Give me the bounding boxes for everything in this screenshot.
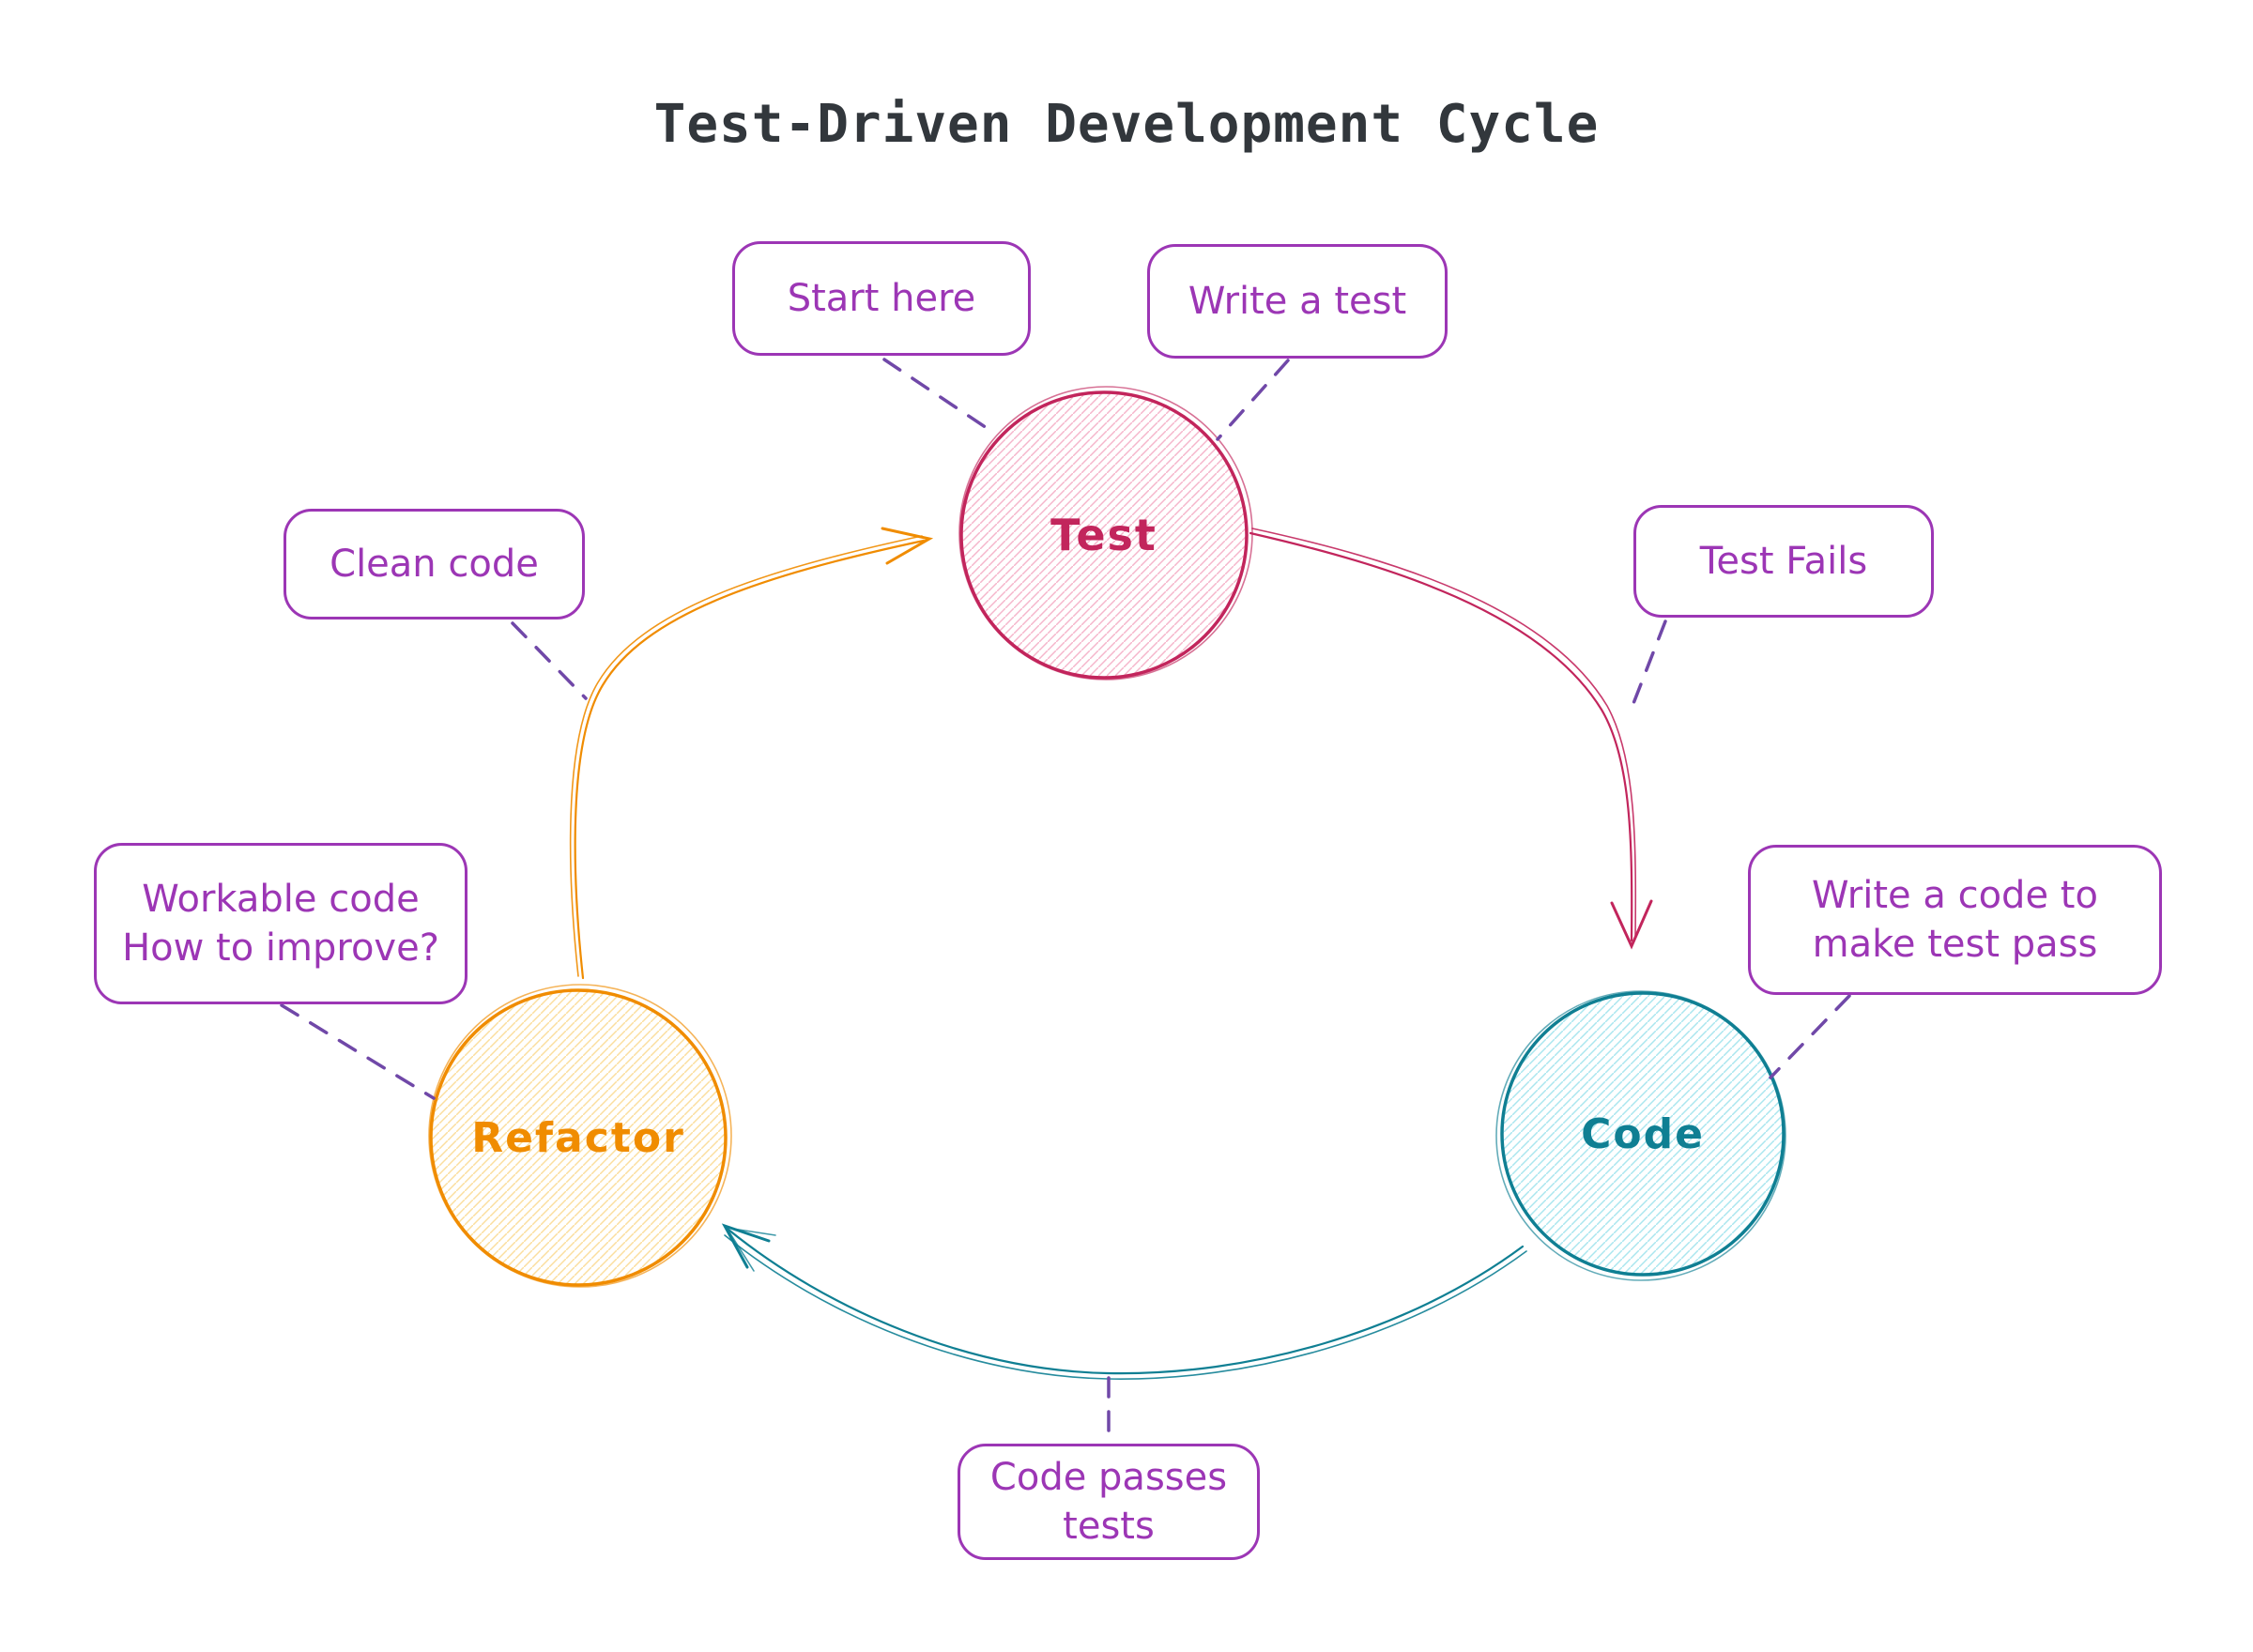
arrow-stroke <box>574 539 926 980</box>
note-test-fails: Test Fails <box>1633 505 1934 618</box>
arrowhead-sketch <box>725 1226 776 1272</box>
test-node-circle <box>958 386 1253 681</box>
note-text: Write a code to <box>1812 874 2098 917</box>
code-circle-stroke <box>1500 991 1786 1277</box>
arrowhead <box>721 1223 771 1269</box>
arrowhead <box>881 527 934 565</box>
connector-workable-code <box>280 1003 436 1100</box>
note-clean-code: Clean code <box>284 509 585 620</box>
refactor-circle-sketch-stroke <box>428 984 732 1288</box>
note-code-passes-tests: Code passes tests <box>958 1444 1260 1560</box>
note-text: tests <box>1063 1505 1155 1548</box>
connector-start-here <box>882 358 997 436</box>
note-text: Test Fails <box>1699 540 1868 583</box>
note-write-a-test: Write a test <box>1147 244 1448 359</box>
note-text: Start here <box>787 277 976 320</box>
note-text: How to improve? <box>122 926 439 970</box>
note-write-code-to-pass: Write a code to make test pass <box>1748 845 2162 995</box>
arrow-refactor-to-test <box>569 527 934 980</box>
arrow-code-to-refactor <box>721 1223 1527 1380</box>
arrow-stroke-offset <box>569 535 923 977</box>
connector-clean-code <box>511 621 588 700</box>
code-circle-sketch-stroke <box>1495 990 1786 1281</box>
arrowhead <box>1610 899 1653 950</box>
note-start-here: Start here <box>732 241 1031 356</box>
arrow-stroke-offset <box>1251 528 1637 940</box>
note-text: Workable code <box>142 878 420 921</box>
note-text: Clean code <box>330 543 539 586</box>
arrow-stroke <box>1249 531 1633 942</box>
diagram-title: Test-Driven Development Cycle <box>653 94 1600 155</box>
note-text: make test pass <box>1812 923 2098 966</box>
code-node-circle <box>1495 990 1786 1281</box>
arrow-stroke-offset <box>724 1234 1527 1380</box>
connector-test-fails <box>1631 620 1667 708</box>
arrow-stroke <box>727 1228 1525 1375</box>
note-text: Write a test <box>1188 280 1407 323</box>
note-text: Code passes <box>989 1456 1228 1499</box>
node-label-code: Code <box>1581 1109 1705 1158</box>
connector-write-a-test <box>1216 359 1290 441</box>
refactor-circle-stroke <box>429 988 728 1287</box>
test-circle-stroke <box>959 390 1249 680</box>
refactor-node-circle <box>428 984 732 1288</box>
node-label-test: Test <box>1050 510 1157 560</box>
note-workable-code: Workable code How to improve? <box>94 843 467 1004</box>
node-label-refactor: Refactor <box>471 1113 685 1162</box>
arrow-test-to-code <box>1249 528 1653 950</box>
connector-write-code <box>1769 994 1851 1079</box>
